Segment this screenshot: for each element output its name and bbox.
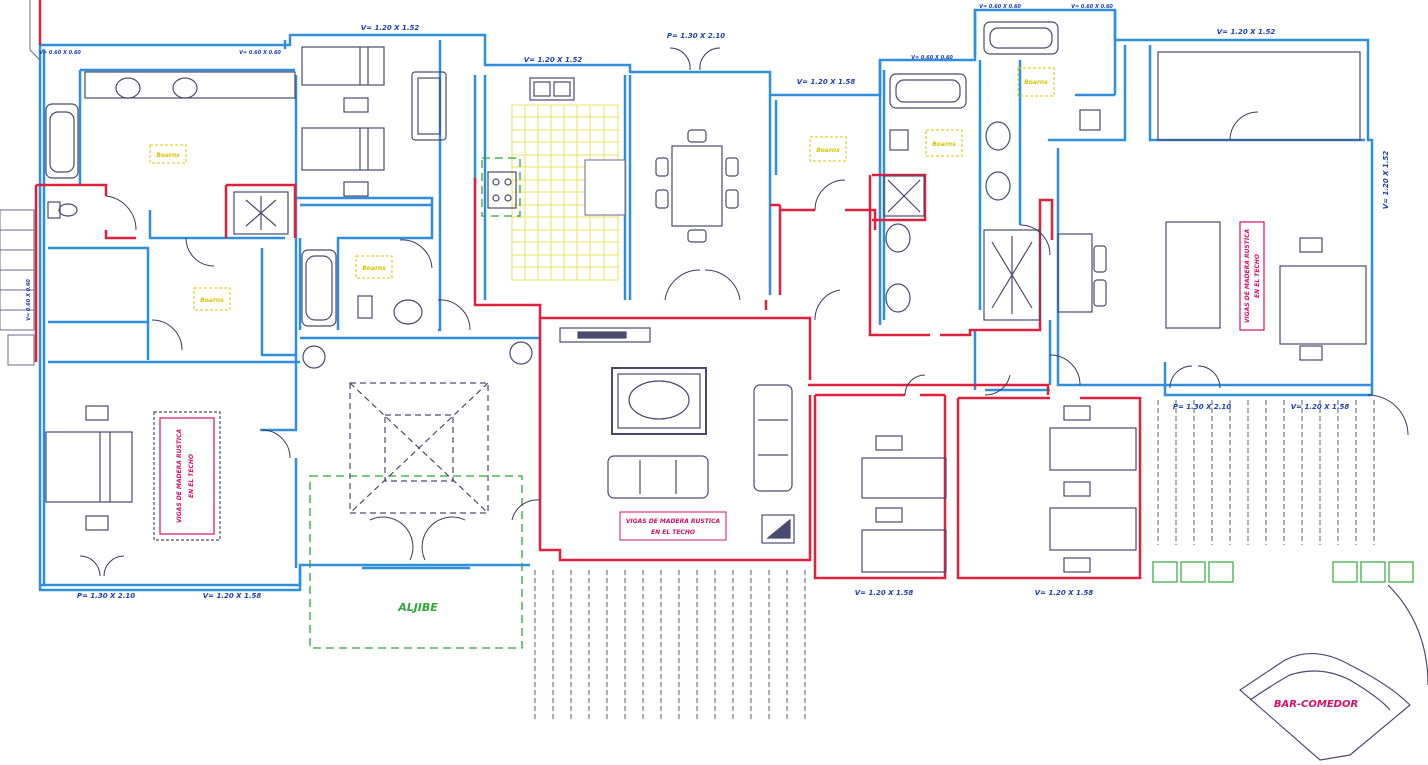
furniture — [45, 21, 1428, 761]
plant-icon — [1180, 561, 1206, 583]
sink-icon — [393, 299, 423, 325]
svg-text:V= 1.20 X 1.52: V= 1.20 X 1.52 — [524, 56, 583, 64]
svg-text:Boarns: Boarns — [932, 141, 956, 148]
bathtub-icon — [983, 21, 1059, 55]
svg-text:V= 1.20 X 1.58: V= 1.20 X 1.58 — [797, 78, 856, 86]
bar-comedor-label: BAR-COMEDOR — [1274, 699, 1358, 710]
sofa-icon — [753, 384, 793, 492]
svg-text:V= 1.20 X 1.52: V= 1.20 X 1.52 — [1217, 28, 1276, 36]
svg-text:V= 0.60 X 0.60: V= 0.60 X 0.60 — [911, 55, 953, 61]
aljibe-label: ALJIBE — [397, 601, 438, 614]
shower-icon — [983, 229, 1041, 321]
svg-text:V= 0.60 X 0.60: V= 0.60 X 0.60 — [39, 50, 81, 56]
plant-icon — [1208, 561, 1234, 583]
plant-icon — [1388, 561, 1414, 583]
vent-labels: Boarns Boarns Boarns Boarns Boarns Boarn… — [149, 67, 1055, 311]
svg-text:Boarns: Boarns — [816, 147, 840, 154]
bathtub-icon — [301, 249, 337, 327]
sink-icon — [885, 223, 911, 253]
svg-text:VIGAS DE MADERA RUSTICA: VIGAS DE MADERA RUSTICA — [176, 429, 183, 524]
kitchen-sink — [529, 77, 575, 101]
sink-icon — [985, 121, 1011, 151]
ceiling-fan-icon — [509, 341, 533, 365]
bed-icon — [861, 529, 947, 573]
stove-icon — [487, 171, 517, 209]
shower-icon — [233, 191, 289, 235]
pergola — [534, 400, 1375, 720]
sink-icon — [172, 77, 198, 99]
bed-icon — [45, 431, 133, 503]
bed-icon — [1049, 427, 1137, 471]
bed-icon — [301, 127, 385, 171]
dimension-labels: V= 1.20 X 1.52 V= 1.20 X 1.52 P= 1.30 X … — [26, 4, 1390, 600]
toilet-icon — [889, 129, 909, 151]
svg-text:Boarns: Boarns — [1024, 79, 1048, 86]
bar-outline — [1239, 652, 1411, 761]
bed-icon — [861, 457, 947, 499]
svg-text:Boarns: Boarns — [362, 265, 386, 272]
bed-icon — [1049, 507, 1137, 551]
plant-icon — [1332, 561, 1358, 583]
svg-text:Boarns: Boarns — [200, 297, 224, 304]
bed-icon — [301, 46, 385, 86]
svg-text:V= 1.20 X 1.58: V= 1.20 X 1.58 — [1035, 589, 1094, 597]
svg-text:Boarns: Boarns — [156, 152, 180, 159]
kitchen-tiles — [511, 104, 626, 281]
svg-text:V= 0.60 X 0.60: V= 0.60 X 0.60 — [979, 4, 1021, 10]
bathtub-icon — [45, 103, 79, 179]
dining-table — [671, 145, 723, 227]
svg-text:VIGAS DE MADERA RUSTICA: VIGAS DE MADERA RUSTICA — [1244, 229, 1251, 324]
svg-text:V= 1.20 X 1.58: V= 1.20 X 1.58 — [855, 589, 914, 597]
svg-text:V= 1.20 X 1.58: V= 1.20 X 1.58 — [1291, 403, 1350, 411]
wardrobe — [1157, 51, 1361, 141]
svg-text:EN EL TECHO: EN EL TECHO — [651, 529, 695, 536]
svg-text:VIGAS DE MADERA RUSTICA: VIGAS DE MADERA RUSTICA — [626, 518, 721, 525]
svg-text:P= 1.30 X 2.10: P= 1.30 X 2.10 — [1173, 403, 1231, 411]
toilet-icon — [357, 295, 373, 319]
svg-text:V= 1.20 X 1.58: V= 1.20 X 1.58 — [203, 592, 262, 600]
bathtub-icon — [889, 73, 967, 109]
sink-icon — [985, 171, 1011, 201]
svg-text:P= 1.30 X 2.10: P= 1.30 X 2.10 — [667, 32, 725, 40]
bed-icon — [1279, 265, 1367, 345]
exterior-walls — [38, 8, 1374, 592]
ceiling-notes: VIGAS DE MADERA RUSTICA EN EL TECHO VIGA… — [176, 229, 1261, 541]
svg-text:V= 0.60 X 0.60: V= 0.60 X 0.60 — [1071, 4, 1113, 10]
svg-text:V= 1.20 X 1.52: V= 1.20 X 1.52 — [1382, 151, 1390, 210]
svg-text:EN EL TECHO: EN EL TECHO — [188, 454, 195, 498]
svg-text:V= 1.20 X 1.52: V= 1.20 X 1.52 — [361, 24, 420, 32]
stairs — [0, 0, 41, 366]
toilet-icon — [1079, 109, 1101, 131]
sofa-icon — [607, 455, 709, 499]
svg-text:V= 0.60 X 0.60: V= 0.60 X 0.60 — [26, 279, 32, 321]
plant-icon — [1152, 561, 1178, 583]
toilet-icon — [47, 201, 61, 219]
svg-text:EN EL TECHO: EN EL TECHO — [1254, 254, 1261, 298]
svg-text:P= 1.30 X 2.10: P= 1.30 X 2.10 — [77, 592, 135, 600]
plant-icon — [1360, 561, 1386, 583]
partition-walls — [34, 0, 1142, 580]
cistern-outline — [309, 157, 523, 649]
svg-text:V= 0.60 X 0.60: V= 0.60 X 0.60 — [239, 50, 281, 56]
door-swings — [79, 47, 1409, 577]
sink-icon — [115, 77, 141, 99]
ceiling-fan-icon — [302, 345, 326, 369]
sink-icon — [885, 283, 911, 313]
